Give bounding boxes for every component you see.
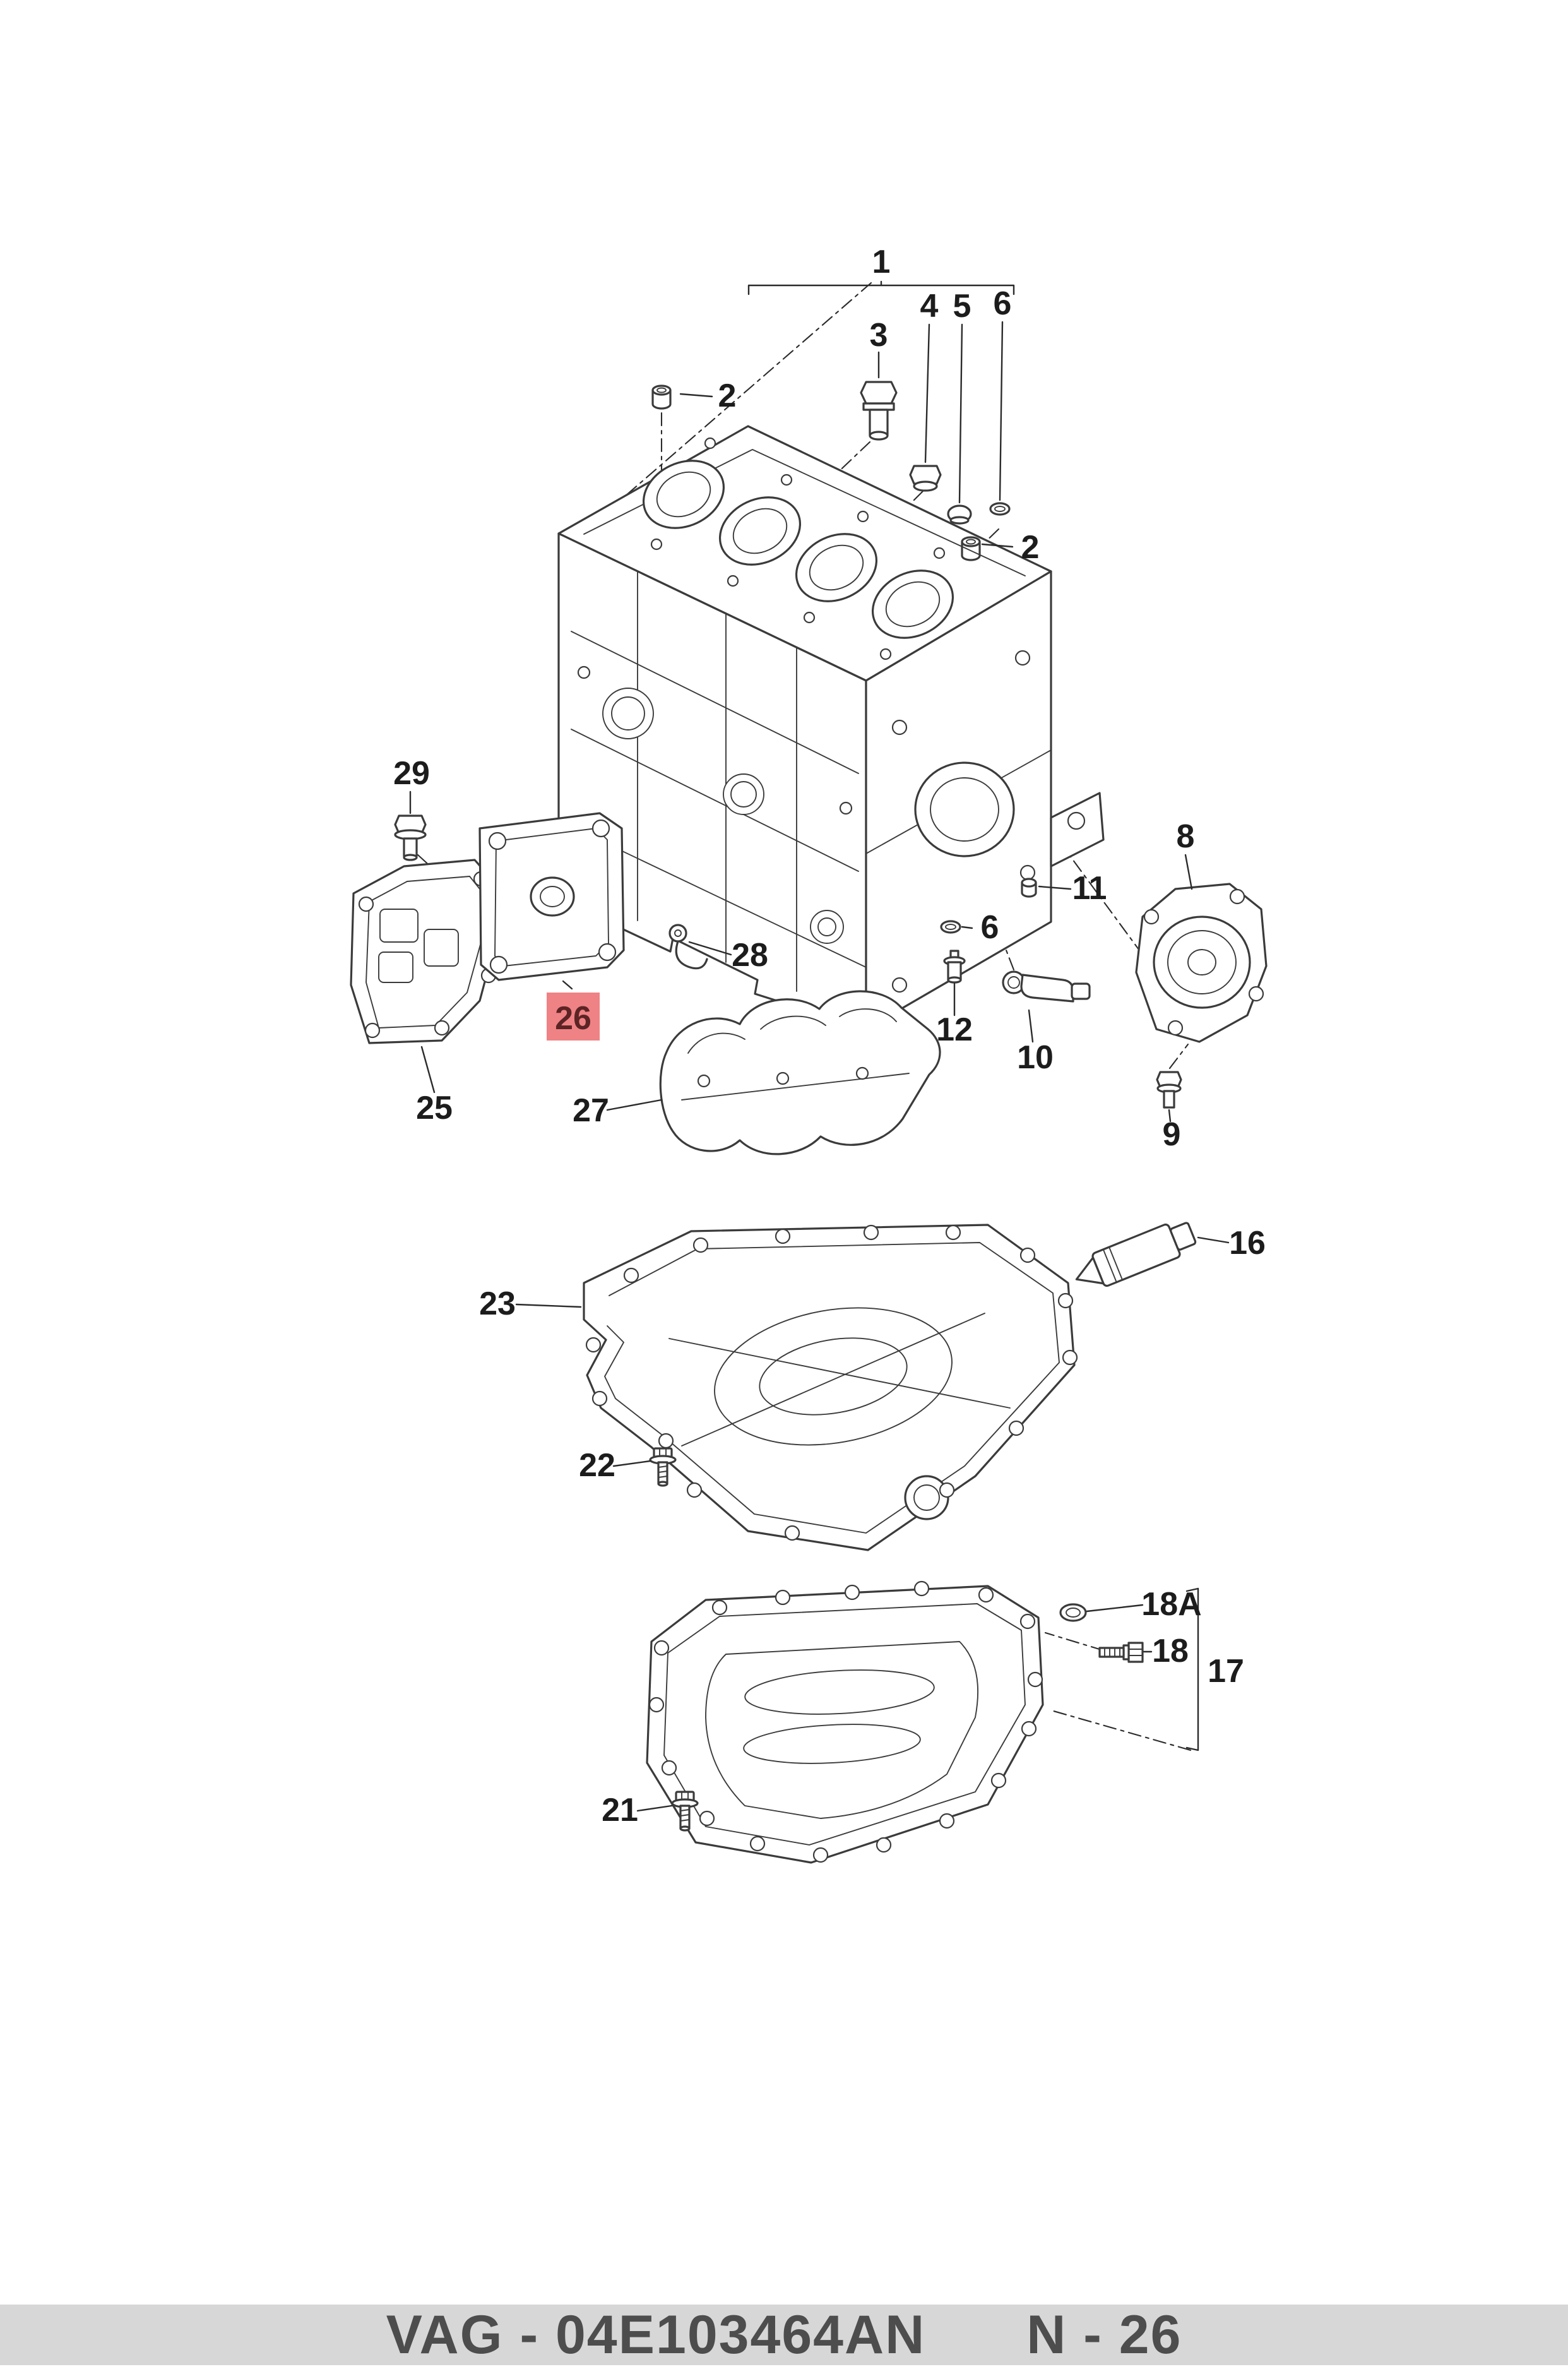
leader-lines bbox=[409, 280, 1230, 1812]
sleeve-12 bbox=[943, 950, 966, 984]
callout-17[interactable]: 17 bbox=[1208, 1653, 1244, 1690]
sealant-tube-16 bbox=[1075, 1222, 1197, 1287]
footer-bar: VAG - 04E103464AN N - 26 bbox=[0, 2305, 1568, 2365]
block-side-detail bbox=[865, 650, 1052, 993]
highlight-box-26 bbox=[547, 993, 600, 1041]
callout-29[interactable]: 29 bbox=[393, 755, 430, 792]
baffle-plate-27 bbox=[659, 990, 941, 1155]
callout-22[interactable]: 22 bbox=[579, 1447, 615, 1484]
callout-27[interactable]: 27 bbox=[573, 1092, 609, 1129]
callout-16[interactable]: 16 bbox=[1229, 1225, 1266, 1262]
speed-sensor-10 bbox=[1002, 970, 1091, 1003]
sealing-flange-8 bbox=[1135, 883, 1268, 1043]
lower-pan-flange-holes bbox=[648, 1580, 1043, 1863]
callout-2b[interactable]: 2 bbox=[1021, 529, 1040, 566]
callout-9[interactable]: 9 bbox=[1163, 1116, 1181, 1153]
bolt-22 bbox=[649, 1447, 677, 1487]
engine-block-drawing bbox=[557, 425, 1105, 1030]
callout-4[interactable]: 4 bbox=[920, 288, 939, 325]
callout-2a[interactable]: 2 bbox=[718, 378, 737, 414]
bolt-9 bbox=[1156, 1071, 1182, 1109]
cylinder-bores bbox=[642, 460, 954, 639]
oil-jet-28 bbox=[668, 924, 708, 970]
callout-12[interactable]: 12 bbox=[936, 1011, 973, 1048]
callout-10[interactable]: 10 bbox=[1017, 1039, 1054, 1076]
callout-6b[interactable]: 6 bbox=[981, 909, 999, 946]
oil-cooler-plate-26[interactable] bbox=[478, 812, 625, 981]
callout-5[interactable]: 5 bbox=[953, 288, 971, 325]
callout-1[interactable]: 1 bbox=[872, 244, 891, 280]
callout-labels: 1 3 2 4 5 6 2 29 25 26 28 27 11 6 12 10 … bbox=[393, 244, 1266, 1828]
core-plug-left bbox=[651, 385, 672, 410]
threaded-plug-4 bbox=[909, 465, 942, 492]
callout-6a[interactable]: 6 bbox=[994, 285, 1012, 322]
bolt-21 bbox=[671, 1791, 699, 1832]
catalog-code: VAG - 04E103464AN bbox=[386, 2304, 926, 2365]
core-plug-right bbox=[961, 536, 981, 561]
parts-diagram-svg: 1 3 2 4 5 6 2 29 25 26 28 27 11 6 12 10 … bbox=[350, 244, 1268, 1864]
drain-plug-18 bbox=[1098, 1642, 1144, 1663]
callout-18A[interactable]: 18A bbox=[1141, 1586, 1201, 1623]
callout-11[interactable]: 11 bbox=[1072, 870, 1107, 907]
page-code: N - 26 bbox=[1026, 2304, 1182, 2365]
callout-18[interactable]: 18 bbox=[1152, 1633, 1189, 1669]
deck-bolt-holes bbox=[650, 437, 946, 660]
upper-oil-pan-23 bbox=[583, 1224, 1078, 1551]
callout-25[interactable]: 25 bbox=[416, 1090, 453, 1126]
callout-3[interactable]: 3 bbox=[870, 317, 888, 354]
callout-26[interactable]: 26 bbox=[555, 1000, 591, 1037]
pan-flange-holes bbox=[585, 1224, 1078, 1541]
seal-ring-6-mid bbox=[940, 920, 961, 934]
callout-21[interactable]: 21 bbox=[602, 1792, 638, 1828]
seal-ring-6-top bbox=[989, 502, 1011, 516]
drain-plug-seal-18A bbox=[1059, 1603, 1087, 1622]
callout-28[interactable]: 28 bbox=[732, 937, 768, 974]
callout-23[interactable]: 23 bbox=[479, 1285, 516, 1322]
bolt-29 bbox=[394, 814, 427, 861]
oil-spray-valve bbox=[860, 381, 898, 441]
tensioner-cover-25 bbox=[350, 859, 500, 1044]
plug-11 bbox=[1021, 878, 1037, 898]
callout-8[interactable]: 8 bbox=[1177, 818, 1195, 855]
lower-oil-pan-17 bbox=[646, 1580, 1044, 1864]
cap-plug-5 bbox=[947, 504, 972, 525]
